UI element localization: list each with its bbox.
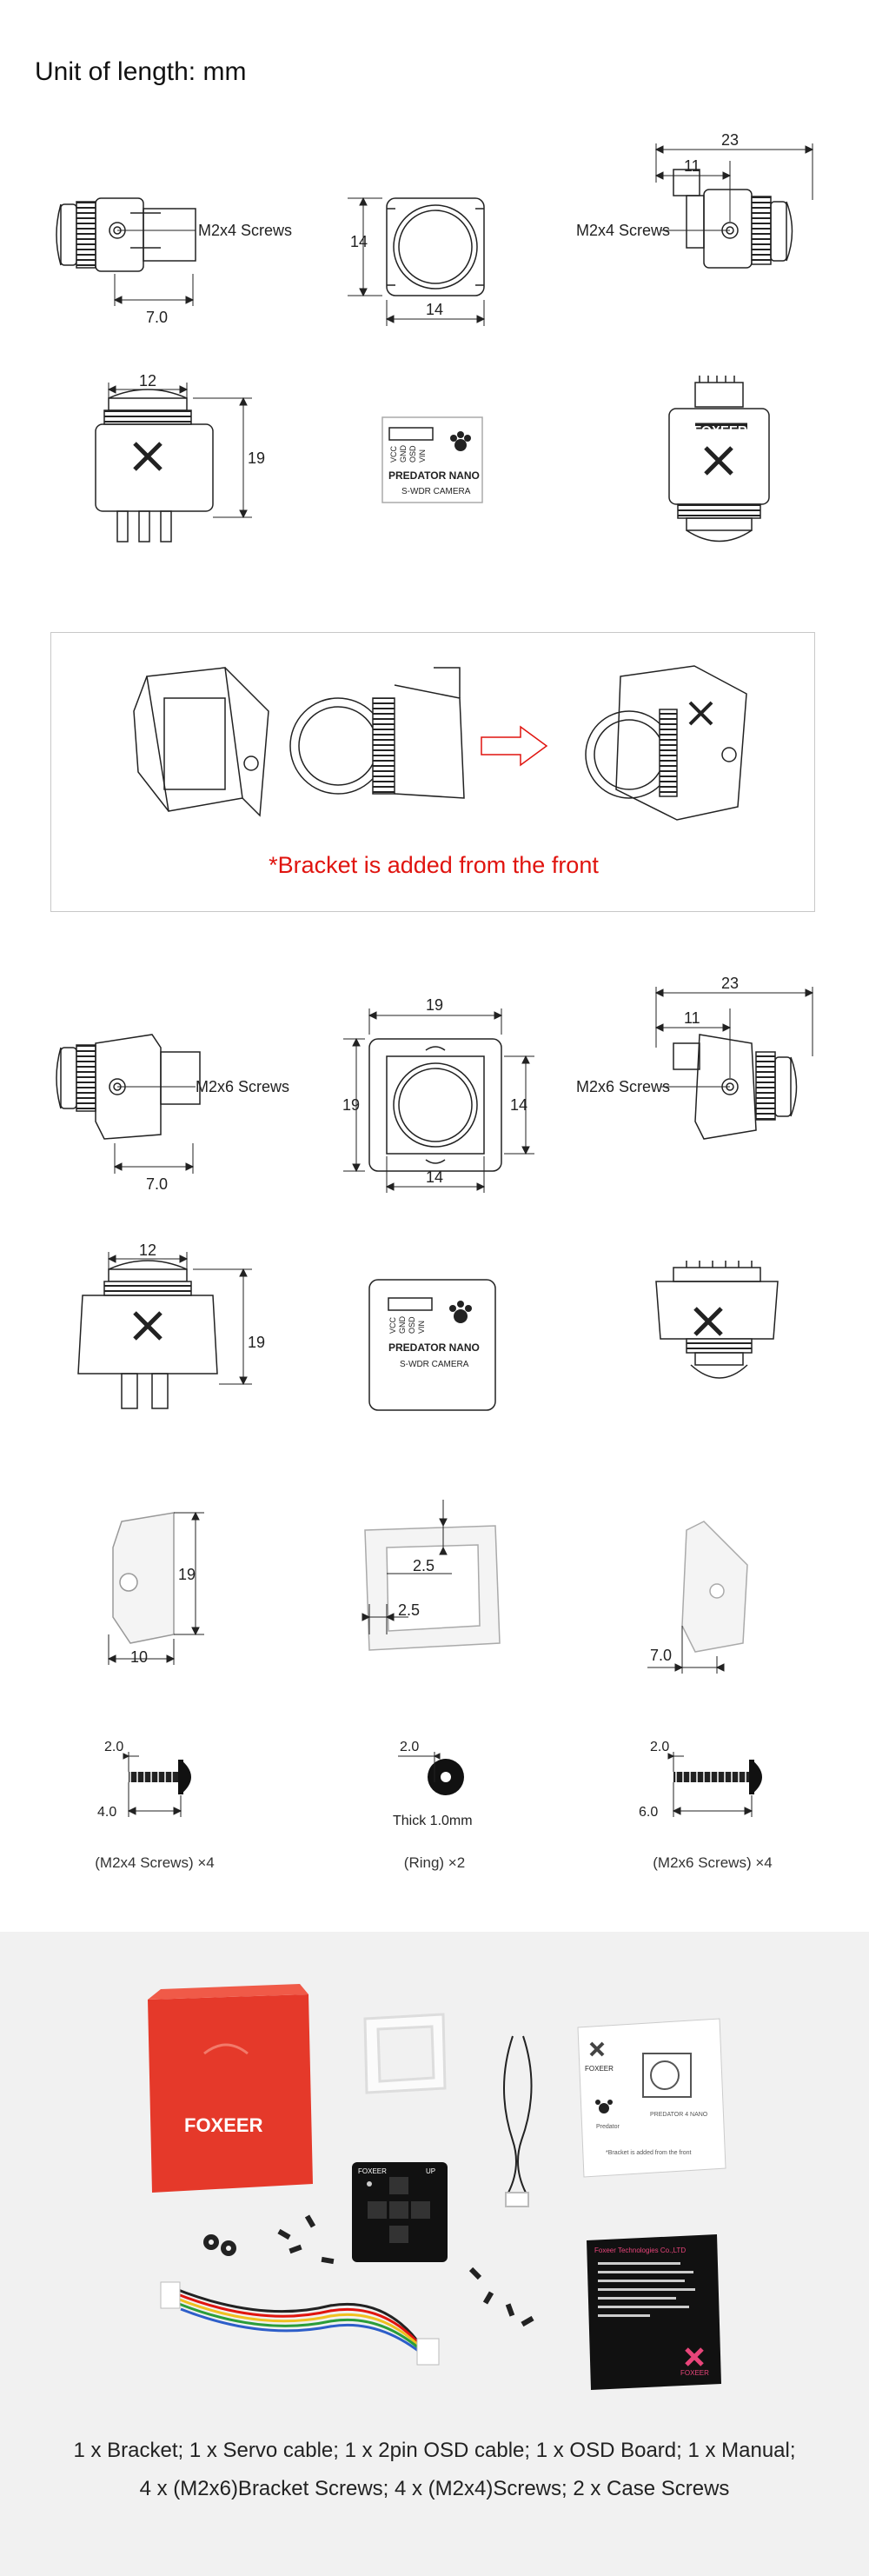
ring-drawing [428, 1759, 464, 1795]
caption-m2x6-screws: (M2x6 Screws) ×4 [653, 1854, 773, 1871]
servo-cable-photo [503, 2035, 533, 2207]
bracket-assembly-illustration [133, 665, 747, 821]
dim-ring-thickness: Thick 1.0mm [393, 1814, 473, 1828]
camera-bracket-bottom-view [655, 1261, 779, 1379]
osd-brand-label: FOXEER [358, 2167, 387, 2175]
clear-bracket-photo [363, 2013, 447, 2094]
dim-width-left: 7.0 [146, 309, 168, 326]
back-label-type: S-WDR CAMERA [401, 487, 471, 496]
camera-bracket-top-view [77, 1260, 218, 1409]
camera-bottom-view [668, 376, 770, 542]
thank-you-card [587, 2234, 721, 2390]
dim-width-left-2: 7.0 [146, 1175, 168, 1193]
box-brand-label: FOXEER [184, 2114, 263, 2136]
manual-product-label: PREDATOR 4 NANO [650, 2112, 708, 2118]
bracket-notice-text: *Bracket is added from the front [269, 852, 599, 878]
dim-inner-right: 11 [684, 157, 700, 175]
dim-screw-label-right: M2x4 Screws [576, 222, 670, 239]
pin-label-gnd: GND [399, 445, 408, 463]
osd-up-label: UP [426, 2167, 435, 2175]
back-label-model-2: PREDATOR NANO [388, 1341, 480, 1354]
loose-screws-and-rings-photo [203, 2214, 534, 2327]
dim-bracket-angle-width: 7.0 [650, 1647, 672, 1664]
bottom-brand-label: FOXEER [693, 423, 747, 438]
camera-bracket-front [368, 1038, 502, 1172]
dim-front-inner-width: 14 [426, 1168, 443, 1186]
dim-total-right: 23 [721, 131, 739, 149]
dim-screw2-dia: 2.0 [650, 1740, 669, 1754]
caption-ring: (Ring) ×2 [403, 1854, 466, 1871]
dim-top-height-2: 19 [248, 1334, 265, 1351]
dim-bracket-width: 10 [130, 1648, 148, 1666]
dim-inner-right-2: 11 [684, 1009, 700, 1027]
dim-front-outer-height: 19 [342, 1096, 360, 1114]
camera-bracket-back-view [368, 1279, 496, 1411]
dim-screw-label-left: M2x4 Screws [198, 222, 292, 239]
caption-m2x4-screws: (M2x4 Screws) ×4 [95, 1854, 215, 1871]
osd-cable-photo [160, 2281, 440, 2366]
assembled-camera-drawing [585, 665, 747, 821]
pin-label-vin: VIN [418, 449, 427, 463]
package-contents-line-1: 1 x Bracket; 1 x Servo cable; 1 x 2pin O… [73, 2439, 796, 2462]
back-label-type-2: S-WDR CAMERA [400, 1360, 469, 1369]
dim-front-width: 14 [426, 301, 443, 318]
package-contents-photo: FOXEER FOXEER PREDATOR 4 NANO Predator *… [148, 1984, 726, 2390]
dim-screw1-len: 4.0 [97, 1805, 116, 1820]
bracket-side-drawing [112, 1512, 175, 1644]
dim-screw2-len: 6.0 [639, 1805, 658, 1820]
camera-front-view [386, 197, 485, 296]
bracket-dimension-drawings: 19 10 2.5 2.5 7.0 [107, 1500, 748, 1674]
card-company-label: Foxeer Technologies Co.,LTD [594, 2247, 686, 2254]
bracket-notice-box: *Bracket is added from the front [50, 632, 815, 912]
manual-sub-label: Predator [596, 2124, 620, 2130]
bracket-angled-drawing [681, 1521, 748, 1653]
pin-label-vin-2: VIN [417, 1321, 426, 1334]
manual-sheet [577, 2018, 726, 2178]
dim-front-height: 14 [350, 233, 368, 250]
dim-screw-label-left-2: M2x6 Screws [196, 1078, 289, 1095]
hardware-drawings: 2.0 4.0 2.0 Thick 1.0mm 2.0 6.0 [97, 1740, 762, 1828]
camera-side-view-left [56, 197, 196, 272]
camera-top-view [95, 389, 214, 542]
section2-drawings: M2x6 Screws 7.0 19 19 14 14 [56, 975, 814, 1411]
camera-bracket-side-left [56, 1034, 201, 1140]
dim-top-height: 19 [248, 449, 265, 467]
camera-side-view-right [673, 169, 793, 269]
bracket-front-drawing [364, 1525, 501, 1651]
back-label-model: PREDATOR NANO [388, 469, 480, 482]
arrow-icon [481, 725, 548, 767]
dim-screw1-dia: 2.0 [104, 1740, 123, 1754]
dim-total-right-2: 23 [721, 975, 739, 992]
product-box [148, 1984, 313, 2193]
pin-label-vcc: VCC [389, 445, 398, 463]
m2x6-screw-drawing [673, 1760, 762, 1794]
manual-note-label: *Bracket is added from the front [606, 2150, 691, 2156]
section1-drawings: M2x4 Screws 7.0 14 14 [56, 131, 814, 542]
dim-bracket-front-top: 2.5 [413, 1557, 434, 1574]
pin-label-osd: OSD [408, 445, 417, 463]
dim-front-inner-height: 14 [510, 1096, 527, 1114]
dim-bracket-height: 19 [178, 1566, 196, 1583]
package-contents-line-2: 4 x (M2x6)Bracket Screws; 4 x (M2x4)Scre… [139, 2477, 730, 2500]
page-title: Unit of length: mm [35, 57, 247, 86]
card-brand-label: FOXEER [680, 2369, 709, 2377]
dim-top-width: 12 [139, 372, 156, 389]
dim-top-width-2: 12 [139, 1241, 156, 1259]
pin-label-gnd-2: GND [398, 1316, 407, 1335]
dim-bracket-front-side: 2.5 [398, 1601, 420, 1619]
manual-brand-label: FOXEER [585, 2065, 614, 2073]
camera-back-view [381, 416, 483, 503]
bracket-frame-drawing [133, 667, 269, 817]
pin-label-osd-2: OSD [408, 1316, 416, 1334]
dim-front-outer-width: 19 [426, 996, 443, 1014]
dim-ring-dia: 2.0 [400, 1740, 419, 1754]
camera-bracket-side-right [673, 1034, 798, 1140]
dim-screw-label-right-2: M2x6 Screws [576, 1078, 670, 1095]
osd-board-photo [352, 2162, 448, 2262]
m2x4-screw-drawing [129, 1760, 191, 1794]
camera-module-drawing [289, 667, 465, 799]
pin-label-vcc-2: VCC [388, 1316, 397, 1334]
